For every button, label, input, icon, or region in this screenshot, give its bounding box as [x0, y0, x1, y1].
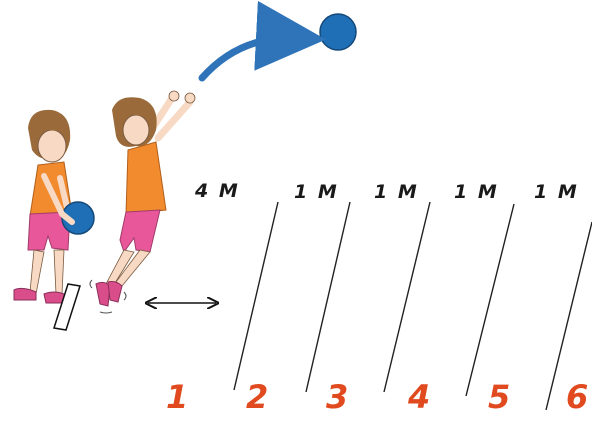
zone-number-2: 2 [246, 378, 269, 416]
distance-label-1m-b: 1 M [374, 181, 419, 203]
zone-number-1: 1 [166, 378, 189, 416]
girl-jumping-throw-figure [89, 90, 196, 314]
distance-label-1m-a: 1 M [294, 181, 339, 203]
distance-label-4m: 4 M [195, 180, 240, 202]
distance-label-1m-c: 1 M [454, 181, 499, 203]
zone-line-2 [305, 201, 351, 393]
distance-label-1m-d: 1 M [534, 181, 579, 203]
zone-line-4 [465, 203, 515, 397]
arc-arrow-icon [198, 0, 326, 82]
held-ball-icon [61, 201, 95, 235]
zone-number-6: 6 [566, 378, 589, 416]
zone-line-3 [383, 201, 431, 393]
zone-line-5 [545, 221, 592, 411]
throw-marker-icon [53, 283, 81, 331]
zone-number-3: 3 [326, 378, 349, 416]
girl-holding-ball-figure [13, 109, 95, 304]
zone-number-4: 4 [408, 378, 431, 416]
zone-lines [233, 201, 592, 411]
zone-number-5: 5 [488, 378, 511, 416]
ball-icon [319, 13, 357, 51]
zone-line-1 [233, 201, 279, 391]
